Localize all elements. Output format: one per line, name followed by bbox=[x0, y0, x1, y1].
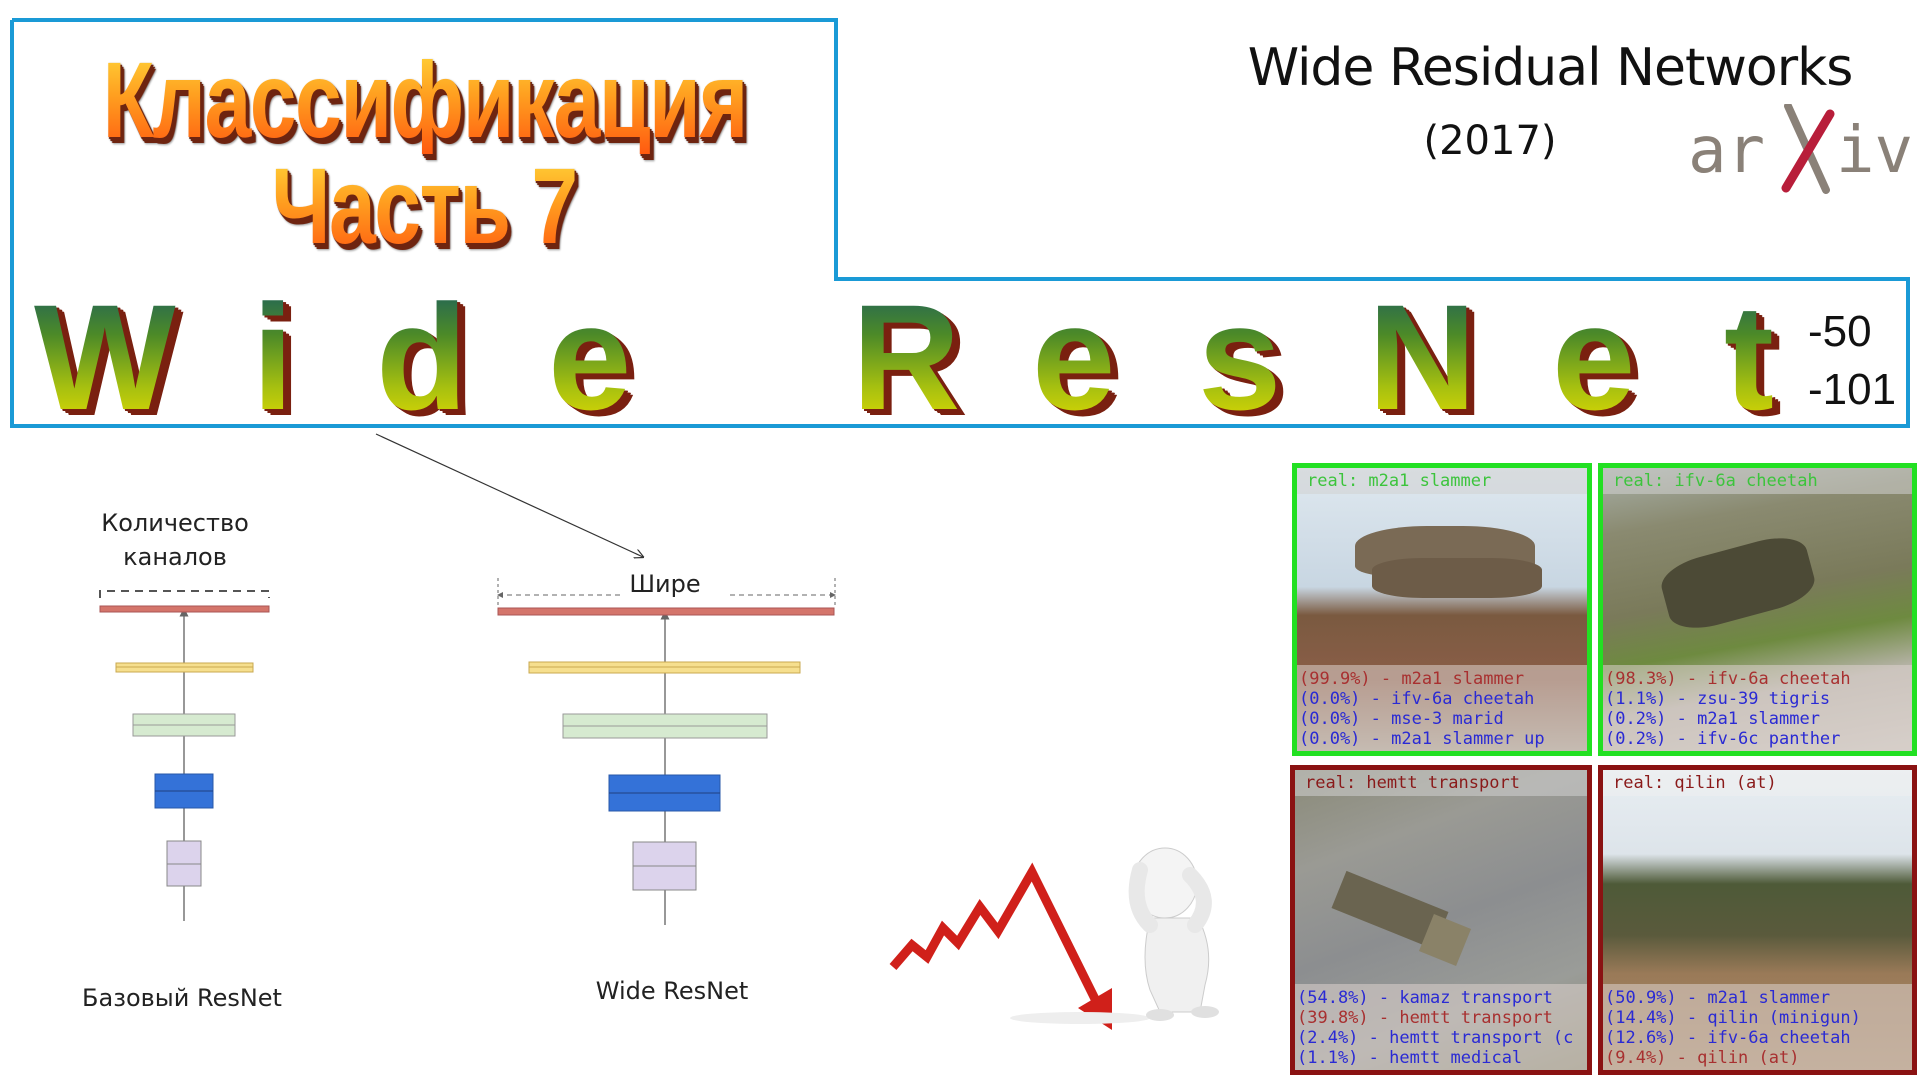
prediction-line: (99.9%) - m2a1 slammer bbox=[1299, 669, 1525, 689]
real-label: real: qilin (at) bbox=[1603, 770, 1912, 796]
prediction-line: (0.2%) - ifv-6c panther bbox=[1605, 729, 1841, 749]
channels-label-line2: каналов bbox=[123, 543, 227, 571]
title-frame bbox=[10, 18, 1910, 428]
real-label: real: ifv-6a cheetah bbox=[1603, 468, 1912, 494]
variant-101: -101 bbox=[1808, 365, 1897, 414]
title-line-2: Часть 7 bbox=[103, 152, 746, 260]
worried-person-icon bbox=[1128, 847, 1219, 1021]
channels-label-line1: Количество bbox=[101, 509, 249, 537]
prediction-line: (0.2%) - m2a1 slammer bbox=[1605, 709, 1820, 729]
wordart-letter: e bbox=[1552, 273, 1636, 441]
prediction-panel-m2a1-slammer: real: m2a1 slammer (99.9%) - m2a1 slamme… bbox=[1292, 463, 1592, 756]
title-line-1: Классификация bbox=[102, 39, 749, 160]
real-label: real: hemtt transport bbox=[1295, 770, 1587, 796]
prediction-line: (9.4%) - qilin (at) bbox=[1605, 1048, 1800, 1068]
paper-year: (2017) bbox=[1423, 118, 1557, 164]
wordart-letter: R bbox=[852, 273, 961, 441]
prediction-line: (0.0%) - m2a1 slammer up bbox=[1299, 729, 1545, 749]
wordart-letter: i bbox=[252, 273, 294, 441]
prediction-line: (98.3%) - ifv-6a cheetah bbox=[1605, 669, 1851, 689]
prediction-list: (99.9%) - m2a1 slammer (0.0%) - ifv-6a c… bbox=[1297, 665, 1587, 751]
arxiv-logo: ar iv bbox=[1688, 104, 1913, 194]
wordart-letter: d bbox=[376, 273, 468, 441]
prediction-list: (98.3%) - ifv-6a cheetah (1.1%) - zsu-39… bbox=[1603, 665, 1912, 751]
prediction-list: (50.9%) - m2a1 slammer (14.4%) - qilin (… bbox=[1603, 984, 1912, 1070]
wide-resnet-stack bbox=[497, 578, 836, 925]
wide-resnet-caption: Wide ResNet bbox=[595, 977, 749, 1005]
prediction-line: (0.0%) - mse-3 marid bbox=[1299, 709, 1504, 729]
prediction-line: (2.4%) - hemtt transport (c bbox=[1297, 1028, 1574, 1048]
pointer-arrow bbox=[375, 433, 643, 557]
prediction-line: (14.4%) - qilin (minigun) bbox=[1605, 1008, 1861, 1028]
prediction-line: (0.0%) - ifv-6a cheetah bbox=[1299, 689, 1535, 709]
wordart-letter: t bbox=[1724, 273, 1774, 441]
prediction-line: (50.9%) - m2a1 slammer bbox=[1605, 988, 1831, 1008]
wordart-letter: e bbox=[548, 273, 632, 441]
prediction-line: (1.1%) - zsu-39 tigris bbox=[1605, 689, 1831, 709]
channels-label: Количество каналов bbox=[60, 506, 290, 574]
prediction-panel-qilin-at: real: qilin (at) (50.9%) - m2a1 slammer … bbox=[1598, 765, 1917, 1075]
falling-chart-illustration bbox=[889, 847, 1219, 1030]
real-label: real: m2a1 slammer bbox=[1297, 468, 1587, 494]
svg-text:iv: iv bbox=[1836, 114, 1913, 188]
prediction-list: (54.8%) - kamaz transport (39.8%) - hemt… bbox=[1295, 984, 1587, 1070]
wordart-letter: e bbox=[1032, 273, 1116, 441]
paper-title: Wide Residual Networks bbox=[1247, 38, 1854, 98]
wordart-letter: N bbox=[1368, 273, 1477, 441]
prediction-line: (1.1%) - hemtt medical bbox=[1297, 1048, 1523, 1068]
prediction-line: (54.8%) - kamaz transport bbox=[1297, 988, 1553, 1008]
wordart-letter: W bbox=[34, 273, 176, 441]
falling-arrow-icon bbox=[889, 862, 1103, 1008]
prediction-line: (12.6%) - ifv-6a cheetah bbox=[1605, 1028, 1851, 1048]
variant-50: -50 bbox=[1808, 307, 1872, 356]
prediction-panel-hemtt-transport: real: hemtt transport (54.8%) - kamaz tr… bbox=[1290, 765, 1592, 1075]
wider-label: Шире bbox=[629, 570, 701, 598]
base-resnet-caption: Базовый ResNet bbox=[82, 984, 282, 1012]
base-resnet-stack bbox=[99, 590, 270, 921]
svg-text:ar: ar bbox=[1688, 114, 1765, 188]
wordart-letter: s bbox=[1198, 273, 1282, 441]
resnet-comparison-diagram bbox=[99, 433, 836, 925]
prediction-line: (39.8%) - hemtt transport bbox=[1297, 1008, 1553, 1028]
prediction-panel-ifv-6a-cheetah: real: ifv-6a cheetah (98.3%) - ifv-6a ch… bbox=[1598, 463, 1917, 756]
